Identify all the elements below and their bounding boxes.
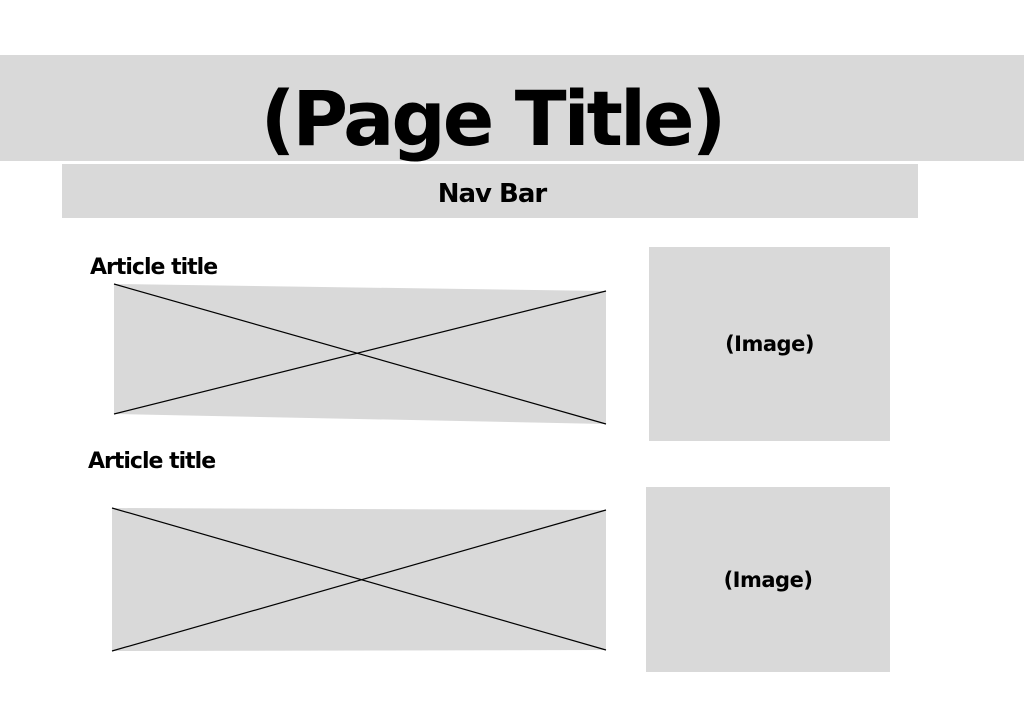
image-label: (Image) xyxy=(723,567,813,592)
placeholder-cross-line xyxy=(111,509,607,652)
page-title: (Page Title) xyxy=(260,74,727,163)
article-title[interactable]: Article title xyxy=(90,255,218,280)
article-title[interactable]: Article title xyxy=(88,449,216,474)
page-title-band: (Page Title) xyxy=(0,55,1024,163)
placeholder-cross-line xyxy=(113,290,607,415)
article-image[interactable]: (Image) xyxy=(649,247,890,441)
image-label: (Image) xyxy=(725,332,814,356)
article-text-placeholder xyxy=(113,283,607,425)
article-image[interactable]: (Image) xyxy=(646,487,890,672)
placeholder-cross-line xyxy=(113,283,607,425)
nav-bar[interactable]: Nav Bar xyxy=(62,164,918,218)
article-text-placeholder xyxy=(111,507,607,652)
placeholder-cross-line xyxy=(111,507,607,651)
nav-bar-label: Nav Bar xyxy=(437,179,547,209)
